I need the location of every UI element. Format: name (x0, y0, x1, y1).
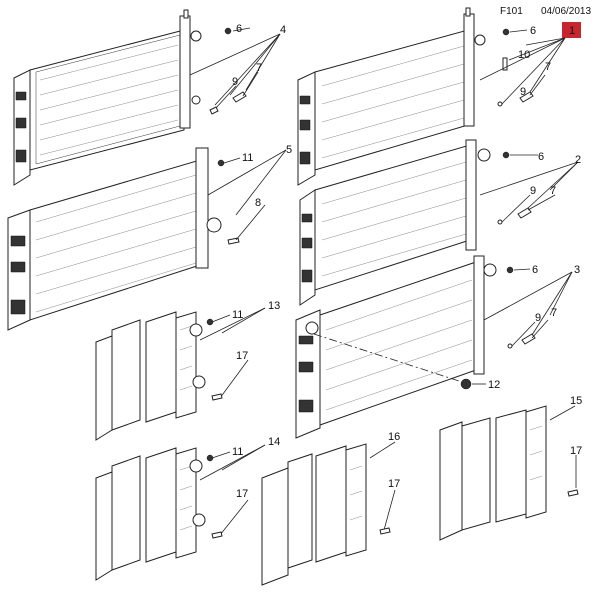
callout-7: 7 (256, 62, 262, 74)
exploded-assembly-13 (95, 311, 206, 441)
callout-3: 3 (574, 264, 580, 276)
callout-6-1: 6 (530, 25, 536, 37)
callout-9-3: 9 (535, 312, 541, 324)
date-label: 04/06/2013 (541, 6, 591, 17)
hardware-a (209, 27, 247, 115)
callout-7-1: 7 (545, 61, 551, 73)
callout-13: 13 (268, 300, 280, 312)
callout-9-2: 9 (530, 185, 536, 197)
radiator-assembly-a (13, 9, 202, 186)
callout-17-15: 17 (570, 445, 582, 457)
callout-9-1: 9 (520, 86, 526, 98)
callout-11-13: 11 (232, 309, 243, 321)
callout-4: 4 (280, 24, 286, 36)
hardware-b (217, 159, 240, 245)
highlight-marker (562, 22, 581, 38)
callout-6-2: 6 (538, 151, 544, 163)
callout-11-14: 11 (232, 446, 243, 458)
callout-5: 5 (286, 144, 292, 156)
callout-10: 10 (518, 49, 530, 61)
callout-12: 12 (488, 379, 500, 391)
callout-17-14: 17 (236, 488, 248, 500)
callout-2: 2 (575, 154, 581, 166)
callout-16: 16 (388, 431, 400, 443)
callout-14: 14 (268, 436, 280, 448)
exploded-assembly-15 (439, 405, 547, 541)
callout-17-16: 17 (388, 478, 400, 490)
exploded-assembly-14 (95, 447, 206, 581)
callout-6: 6 (236, 23, 242, 35)
callout-11: 11 (242, 152, 253, 164)
callout-9: 9 (232, 76, 238, 88)
exploded-assembly-16 (261, 443, 367, 586)
radiator-assembly-3 (295, 255, 497, 439)
hardware-3 (460, 266, 536, 390)
callout-15: 15 (570, 395, 582, 407)
callout-6-3: 6 (532, 264, 538, 276)
marker-number: 1 (569, 25, 575, 37)
radiator-assembly-2 (299, 139, 491, 306)
hardware-2 (497, 151, 532, 225)
callout-7-3: 7 (551, 307, 557, 319)
callout-8: 8 (255, 197, 261, 209)
callout-7-2: 7 (550, 185, 556, 197)
hardware-1 (497, 28, 534, 107)
radiator-assembly-b (7, 147, 222, 331)
callout-17-13: 17 (236, 350, 248, 362)
radiator-assembly-1 (297, 7, 486, 186)
figure-code: F101 (500, 6, 523, 17)
